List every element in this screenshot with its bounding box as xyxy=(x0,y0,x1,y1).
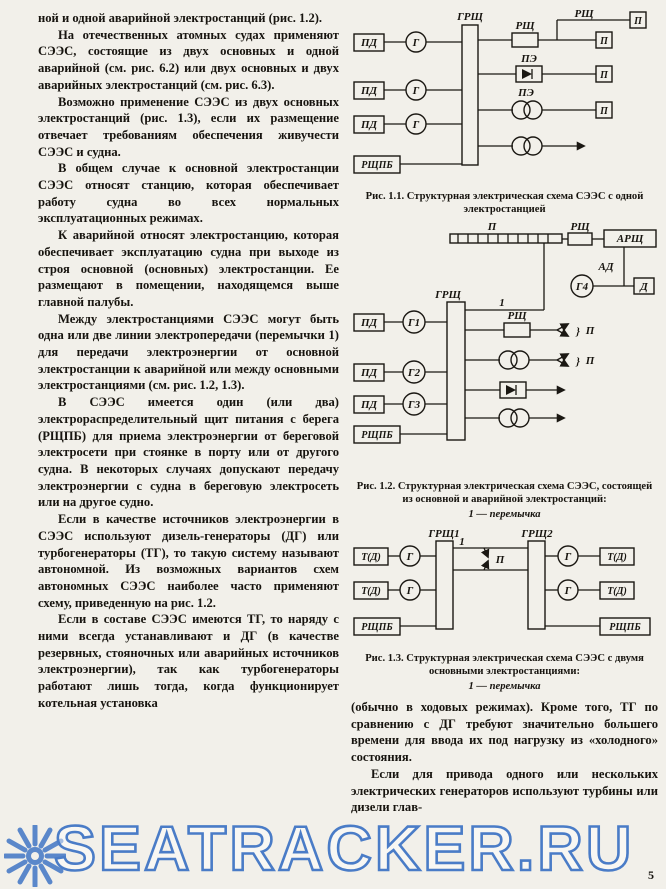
main-switchboard-label: ГРЩ xyxy=(434,289,461,301)
main-switchboard1-box xyxy=(434,540,454,630)
right-figure-column: ГРЩ ПД Г ПД Г ПД Г РЩПБ РЩ xyxy=(351,8,658,816)
dist-board-label: РЩ xyxy=(574,8,594,20)
generator-label: Г xyxy=(411,37,419,49)
page-number: 5 xyxy=(648,868,654,882)
paragraph: Если для привода одного или нескольких э… xyxy=(351,766,658,815)
figure-1-2-legend: 1 — перемычка xyxy=(468,509,541,520)
consumer-label: П xyxy=(599,106,609,117)
brace: } xyxy=(575,356,580,368)
consumer-label: П xyxy=(584,355,594,367)
dist-board-label: РЩ xyxy=(515,20,535,32)
paragraph: Если в качестве источников электроэнерги… xyxy=(38,512,339,610)
consumer-label: П xyxy=(633,16,643,27)
prime-mover-label: ПД xyxy=(359,85,377,97)
brace: } xyxy=(575,326,580,338)
generator-label: Г2 xyxy=(406,367,420,379)
converter-label: ПЭ xyxy=(520,53,537,65)
shore-power-label: РЩПБ xyxy=(361,160,393,171)
left-text-column: ной и одной аварийной электростанций (ри… xyxy=(38,10,339,712)
dist-board-label: РЩ xyxy=(570,221,590,233)
figure-1-3-legend: 1 — перемычка xyxy=(468,681,541,692)
consumer-label: П xyxy=(486,221,496,233)
generator-label: Г3 xyxy=(406,399,420,411)
transformer-symbol xyxy=(522,100,543,120)
consumer-busbar xyxy=(448,233,563,244)
figure-1-2-diagram: П РЩ АРЩ АД Г4 Д 1 ГРЩ xyxy=(352,221,657,444)
prime-mover-label: ПД xyxy=(359,367,377,379)
watermark-text: SEATRACKER.RU xyxy=(53,813,635,886)
consumer-box xyxy=(628,11,647,29)
figure-1-2-caption: Рис. 1.2. Структурная электрическая схем… xyxy=(356,481,653,505)
prime-mover-label: ПД xyxy=(359,317,377,329)
watermark-starburst-icon xyxy=(4,825,66,887)
main-switchboard-label: ГРЩ xyxy=(456,11,483,23)
transformer-symbol xyxy=(497,408,518,428)
generator-label: Г xyxy=(405,585,413,597)
transformer-symbol xyxy=(497,350,518,370)
main-switchboard1-label: ГРЩ1 xyxy=(427,528,459,540)
paragraph: (обычно в ходовых режимах). Кроме того, … xyxy=(351,700,658,765)
paragraph: В СЭЭС имеется один (или два) электрорас… xyxy=(38,395,339,510)
jumper-label: 1 xyxy=(459,536,465,548)
prime-mover-label: ПД xyxy=(359,119,377,131)
figure-1-3-caption: Рис. 1.3. Структурная электрическая схем… xyxy=(365,653,644,677)
shore-power-label: РЩПБ xyxy=(361,430,393,441)
generator-label: Г xyxy=(563,551,571,563)
jumper-label: 1 xyxy=(499,297,505,309)
prime-mover-label: ПД xyxy=(359,399,377,411)
consumer-box xyxy=(594,31,613,49)
shore-power-label: РЩПБ xyxy=(361,622,393,633)
consumer-box xyxy=(594,101,613,119)
converter-label: ПЭ xyxy=(517,87,534,99)
paragraph: На отечественных атомных судах применяют… xyxy=(38,27,339,92)
paragraph: В общем случае к основной электростанции… xyxy=(38,161,339,226)
consumer-label: П xyxy=(494,554,504,566)
figure-1-1-caption: Рис. 1.1. Структурная электрическая схем… xyxy=(365,191,644,215)
emergency-switchboard-label: АРЩ xyxy=(615,233,643,245)
turbine-diesel-label: Т(Д) xyxy=(361,586,381,597)
paragraph: Между электростанциями СЭЭС могут быть о… xyxy=(38,311,339,393)
main-switchboard-box xyxy=(445,301,466,441)
diode-symbol xyxy=(505,385,516,395)
paragraph: К аварийной относят электростанцию, кото… xyxy=(38,228,339,309)
generator-label: Г xyxy=(411,85,419,97)
diesel-label: Д xyxy=(639,281,648,293)
emergency-diesel-label: АД xyxy=(597,261,613,273)
consumer-label: П xyxy=(599,36,609,47)
main-switchboard-box xyxy=(460,24,479,166)
turbine-diesel-label: Т(Д) xyxy=(361,552,381,563)
paragraph: Если в составе СЭЭС имеются ТГ, то наряд… xyxy=(38,612,339,710)
shore-power-label: РЩПБ xyxy=(609,622,641,633)
consumer-label: П xyxy=(584,325,594,337)
generator-label: Г4 xyxy=(574,281,588,293)
generator-label: Г xyxy=(563,585,571,597)
dist-board-box xyxy=(502,322,531,338)
dist-board-box xyxy=(566,232,593,246)
figure-1-3-diagram: ГРЩ1 ГРЩ2 Т(Д) Г Т(Д) Г РЩПБ Г Т(Д) xyxy=(352,528,651,636)
emergency-switchboard-box xyxy=(602,229,657,248)
paragraph: Возможно применение СЭЭС из двух основны… xyxy=(38,94,339,159)
diode-symbol xyxy=(521,69,532,79)
transformer-symbol xyxy=(510,136,531,156)
generator-label: Г xyxy=(405,551,413,563)
turbine-diesel-label: Т(Д) xyxy=(607,552,627,563)
transformer-symbol xyxy=(510,100,531,120)
generator-label: Г xyxy=(411,119,419,131)
dist-board-label: РЩ xyxy=(507,310,527,322)
figure-1-1-diagram: ГРЩ ПД Г ПД Г ПД Г РЩПБ РЩ xyxy=(352,8,647,174)
generator-label: Г1 xyxy=(406,317,419,329)
paragraph: ной и одной аварийной электростанций (ри… xyxy=(38,11,323,25)
turbine-diesel-label: Т(Д) xyxy=(607,586,627,597)
transformer-symbol xyxy=(509,350,530,370)
transformer-symbol xyxy=(522,136,543,156)
main-switchboard2-label: ГРЩ2 xyxy=(520,528,553,540)
main-switchboard2-box xyxy=(526,540,546,630)
consumer-label: П xyxy=(599,70,609,81)
transformer-symbol xyxy=(509,408,530,428)
dist-board-box xyxy=(510,32,539,48)
prime-mover-label: ПД xyxy=(359,37,377,49)
consumer-box xyxy=(594,65,613,83)
